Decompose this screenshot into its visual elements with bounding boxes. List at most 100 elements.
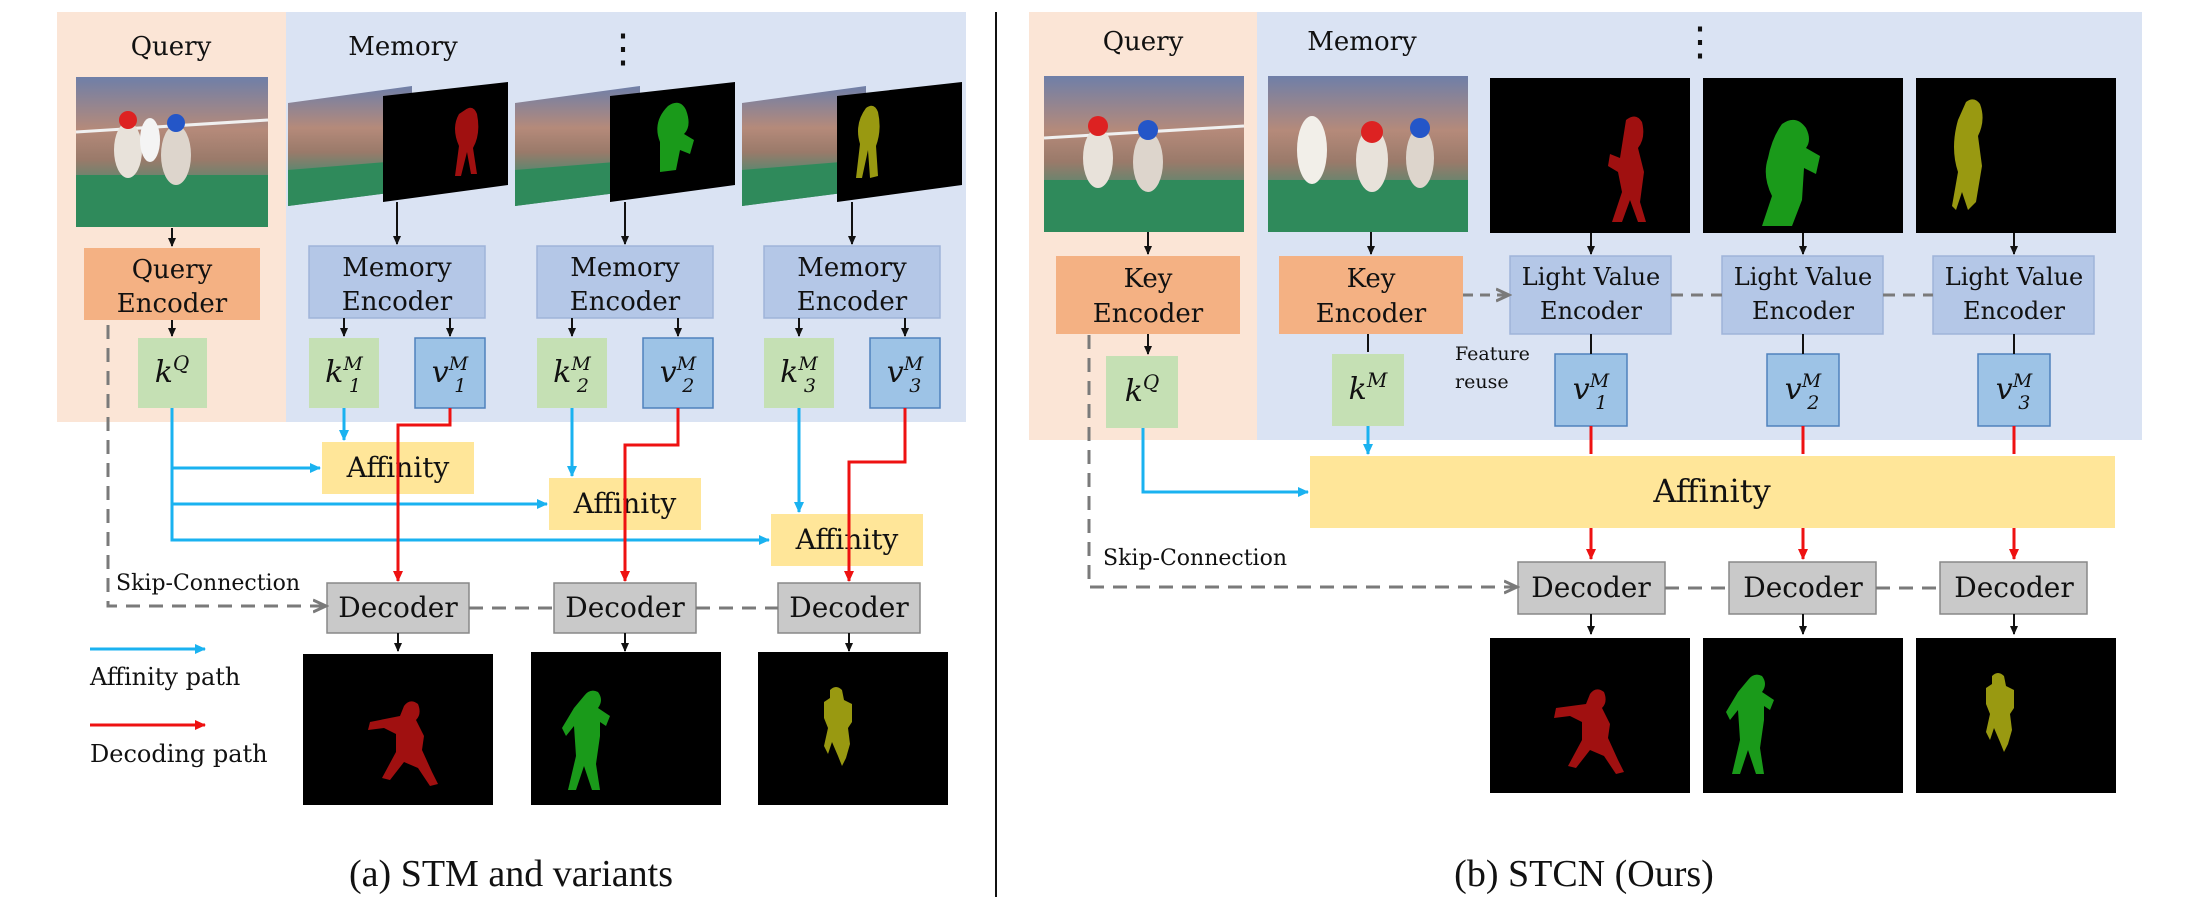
light-value-encoder-label: Light Value <box>1945 263 2083 291</box>
memory-encoder-label-2: Encoder <box>570 287 681 317</box>
affinity-box: Affinity <box>1310 456 2115 528</box>
memory-key-box: kM <box>1332 354 1404 426</box>
light-value-encoder-label-2: Encoder <box>1752 297 1854 325</box>
decoder-box-3: Decoder <box>1939 561 2088 615</box>
query-title: Query <box>131 32 212 62</box>
query-encoder-label-2: Encoder <box>117 289 228 319</box>
memory-mask-2 <box>1703 78 1903 233</box>
memory-encoder-label: Memory <box>797 253 907 283</box>
decoder-box-1: Decoder <box>326 582 470 634</box>
caption-b: (b) STCN (Ours) <box>1454 853 1714 895</box>
memory-title: Memory <box>1307 27 1417 57</box>
decoder-label: Decoder <box>1531 571 1651 604</box>
affinity-label: Affinity <box>795 523 899 556</box>
svg-text:kM: kM <box>1349 368 1388 407</box>
light-value-encoder-label: Light Value <box>1734 263 1872 291</box>
skip-connection-path <box>1087 335 1516 587</box>
memory-frame-2 <box>515 82 735 206</box>
memory-encoder-2: Memory Encoder <box>536 245 714 319</box>
decoder-label: Decoder <box>565 591 685 624</box>
decoder-label: Decoder <box>1954 571 2074 604</box>
query-key-box: kQ <box>1106 356 1178 428</box>
decoder-label: Decoder <box>1743 571 1863 604</box>
skip-connection-path <box>106 325 325 606</box>
decoder-box-2: Decoder <box>553 582 697 634</box>
ellipsis-icon: ⋮ <box>1680 19 1720 65</box>
ellipsis-icon: ⋮ <box>603 26 643 72</box>
query-key-label: kQ <box>155 351 190 390</box>
affinity-paths <box>1141 426 1373 497</box>
key-encoder-label: Key <box>1347 264 1396 294</box>
memory-encoder-label: Memory <box>342 253 452 283</box>
affinity-label: Affinity <box>1652 472 1770 510</box>
memory-encoder-1: Memory Encoder <box>308 245 486 319</box>
decoding-paths <box>1586 426 2019 560</box>
output-mask-1 <box>303 654 493 805</box>
svg-text:vM3: vM3 <box>887 353 924 397</box>
memory-mask-3 <box>1916 78 2116 233</box>
query-key-encoder: Key Encoder <box>1056 256 1240 334</box>
svg-text:kM1: kM1 <box>325 353 363 397</box>
query-frame-image <box>75 77 269 227</box>
legend-affinity-label: Affinity path <box>89 663 240 691</box>
decoder-label: Decoder <box>789 591 909 624</box>
decoder-box-3: Decoder <box>777 582 921 634</box>
feature-reuse-label: Feature <box>1455 343 1530 365</box>
output-mask-3 <box>1916 638 2116 793</box>
light-value-encoder-1: Light Value Encoder <box>1509 255 1672 335</box>
decoder-box-2: Decoder <box>1728 561 1877 615</box>
light-value-encoder-label-2: Encoder <box>1540 297 1642 325</box>
svg-text:vM2: vM2 <box>660 353 697 397</box>
affinity-paths <box>170 408 804 545</box>
memory-frame-3 <box>742 82 962 206</box>
svg-text:vM1: vM1 <box>432 353 469 397</box>
query-key-box <box>138 338 207 408</box>
light-value-encoder-3: Light Value Encoder <box>1932 255 2095 335</box>
caption-a: (a) STM and variants <box>349 853 673 895</box>
query-title: Query <box>1103 27 1184 57</box>
decoder-box-1: Decoder <box>1517 561 1666 615</box>
panel-stm: Query Memory ⋮ <box>57 12 966 895</box>
output-mask-1 <box>1490 638 1690 793</box>
affinity-box-3: Affinity <box>771 514 923 566</box>
memory-encoder-3: Memory Encoder <box>763 245 941 319</box>
feature-reuse-label-2: reuse <box>1455 371 1509 393</box>
memory-encoder-label-2: Encoder <box>797 287 908 317</box>
svg-text:vM1: vM1 <box>1573 370 1610 414</box>
memory-title: Memory <box>348 32 458 62</box>
memory-frame-image <box>1268 76 1468 232</box>
output-mask-2 <box>531 652 721 805</box>
light-value-encoder-label: Light Value <box>1522 263 1660 291</box>
legend-decoding-label: Decoding path <box>90 740 268 768</box>
memory-mask-1 <box>1490 78 1690 233</box>
svg-text:kM2: kM2 <box>553 353 591 397</box>
key-encoder-label-2: Encoder <box>1093 299 1204 329</box>
memory-encoder-label: Memory <box>570 253 680 283</box>
skip-connection-label: Skip-Connection <box>116 571 300 596</box>
query-encoder-box <box>84 248 260 320</box>
query-encoder-label: Query <box>132 255 213 285</box>
memory-frame-1 <box>288 82 508 206</box>
key-encoder-label: Key <box>1124 264 1173 294</box>
light-value-encoder-2: Light Value Encoder <box>1721 255 1884 335</box>
svg-text:kQ: kQ <box>1125 370 1160 409</box>
panel-stcn: Query Memory ⋮ <box>1029 12 2142 895</box>
svg-text:kM3: kM3 <box>780 353 818 397</box>
query-frame-image <box>1043 76 1245 232</box>
svg-text:vM2: vM2 <box>1785 370 1822 414</box>
output-mask-3 <box>758 652 948 805</box>
light-value-encoder-label-2: Encoder <box>1963 297 2065 325</box>
output-mask-2 <box>1703 638 1903 793</box>
decoder-label: Decoder <box>338 591 458 624</box>
svg-text:vM3: vM3 <box>1996 370 2033 414</box>
